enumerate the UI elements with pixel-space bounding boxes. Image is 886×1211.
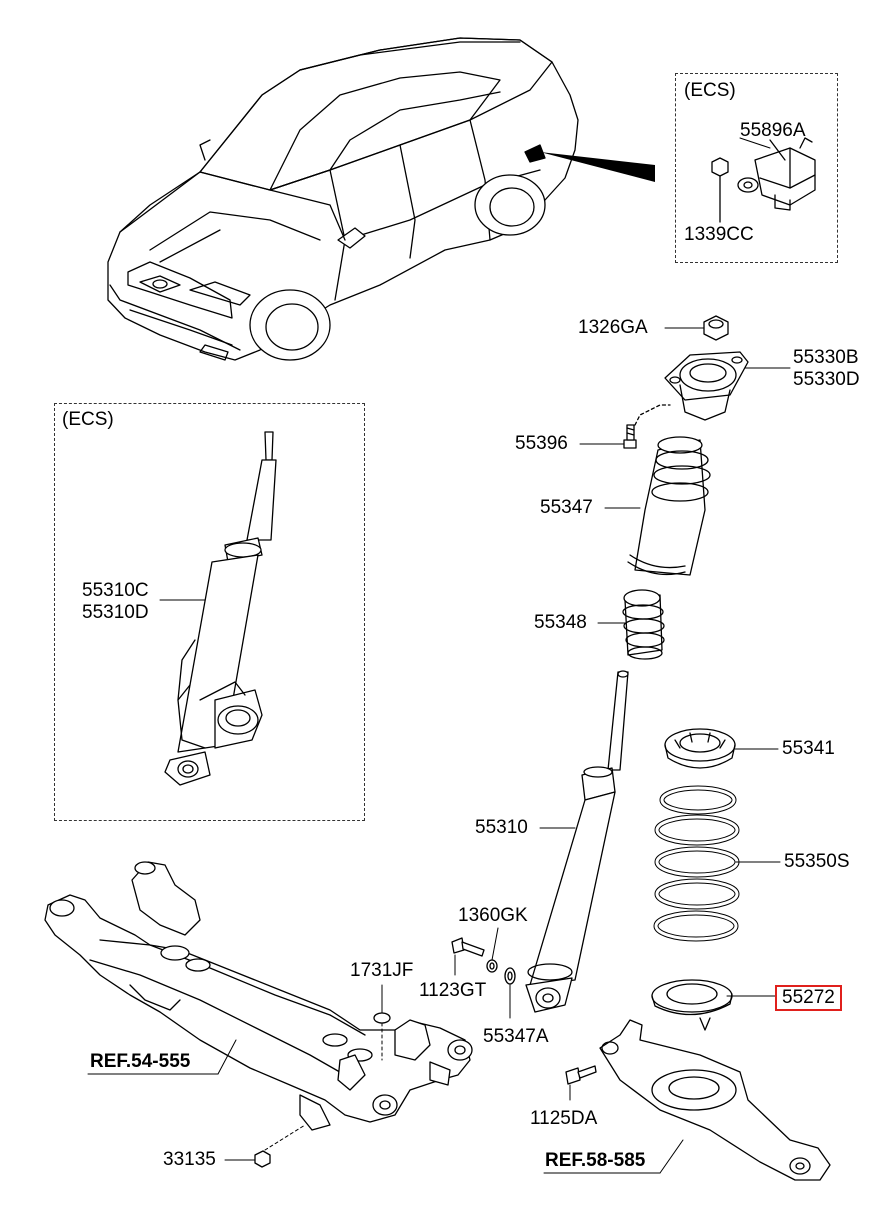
spring-lower-pad	[651, 979, 733, 1031]
shock-absorber	[525, 670, 629, 1013]
part-label-33135[interactable]: 33135	[163, 1149, 216, 1170]
part-label-55310C[interactable]: 55310C	[82, 580, 149, 601]
part-label-1339CC[interactable]: 1339CC	[684, 224, 754, 245]
part-label-1360GK[interactable]: 1360GK	[458, 905, 528, 926]
part-label-55896A[interactable]: 55896A	[740, 120, 806, 141]
dust-cover	[627, 436, 711, 576]
reference-link-54-555[interactable]: REF.54-555	[90, 1051, 191, 1072]
rear-subframe	[44, 861, 473, 1168]
part-label-55310[interactable]: 55310	[475, 817, 528, 838]
part-label-55347A[interactable]: 55347A	[483, 1026, 549, 1047]
part-label-55310D[interactable]: 55310D	[82, 602, 149, 623]
part-label-55341[interactable]: 55341	[782, 738, 835, 759]
part-label-55350S[interactable]: 55350S	[784, 851, 850, 872]
part-label-1326GA[interactable]: 1326GA	[578, 317, 648, 338]
part-label-55396[interactable]: 55396	[515, 433, 568, 454]
part-label-1731JF[interactable]: 1731JF	[350, 960, 414, 981]
ecs-title-left: (ECS)	[62, 409, 114, 430]
bump-stopper	[622, 589, 665, 660]
ecs-sensor-parts	[711, 137, 816, 223]
part-label-55272-highlighted[interactable]: 55272	[775, 985, 842, 1011]
spring-upper-seat	[664, 728, 736, 769]
subframe-fasteners	[451, 937, 516, 985]
leader-lines	[87, 137, 791, 1174]
part-label-55330D[interactable]: 55330D	[793, 369, 860, 390]
part-label-55347[interactable]: 55347	[540, 497, 593, 518]
part-label-1123GT[interactable]: 1123GT	[419, 980, 487, 1001]
ecs-box-top-right	[675, 73, 838, 263]
ecs-box-left	[54, 403, 365, 821]
part-label-55348[interactable]: 55348	[534, 612, 587, 633]
car-illustration	[107, 37, 655, 361]
coil-spring	[653, 785, 740, 942]
part-label-1125DA[interactable]: 1125DA	[530, 1108, 598, 1129]
ecs-title-top-right: (ECS)	[684, 80, 736, 101]
part-label-55330B[interactable]: 55330B	[793, 347, 859, 368]
strut-top-mount	[623, 315, 749, 449]
reference-link-58-585[interactable]: REF.58-585	[545, 1150, 646, 1171]
ecs-shock-absorber	[164, 431, 277, 786]
lower-control-arm	[565, 1019, 831, 1181]
